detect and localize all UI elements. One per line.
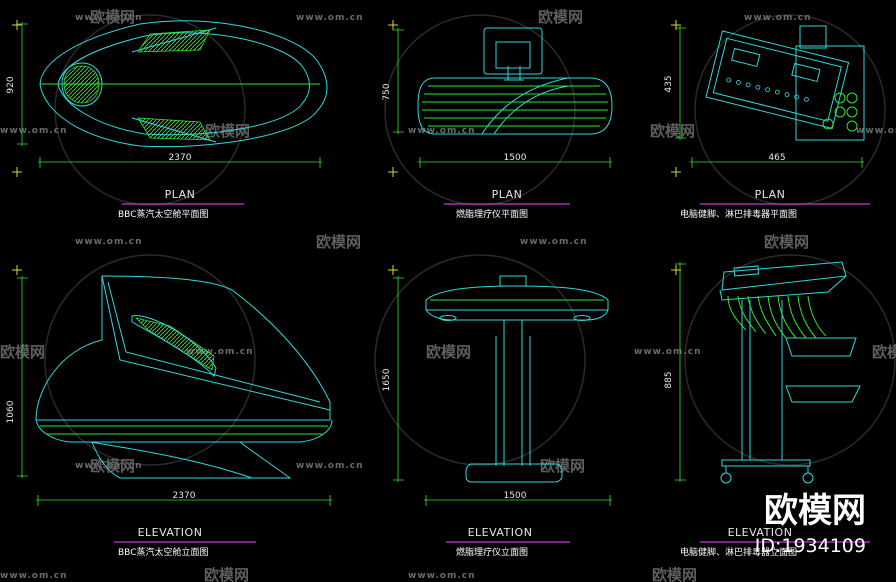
- watermark-url: www.om.cn: [296, 13, 364, 23]
- watermark-url: www.om.cn: [856, 126, 896, 136]
- watermark-url: www.om.cn: [75, 237, 143, 247]
- drawing-caption: 电脑健脚、淋巴排毒器立面图: [680, 546, 797, 558]
- watermark-url: www.om.cn: [0, 126, 68, 136]
- watermark-logo: 欧模网: [426, 343, 471, 361]
- width-dimension: 1500: [504, 491, 527, 501]
- height-dimension: 885: [664, 371, 674, 388]
- watermark-text-layer: www.om.cn 欧模网 www.om.cn 欧模网 www.om.cn ww…: [0, 8, 896, 582]
- watermark-logo: 欧模网: [204, 566, 249, 582]
- watermark-circles: [44, 14, 896, 466]
- brand-id: ID:1934109: [755, 535, 866, 557]
- drawing-detox-elevation: 885 ELEVATION 电脑健脚、淋巴排毒器立面图: [664, 261, 870, 558]
- watermark-logo: 欧模网: [90, 8, 135, 26]
- watermark-logo: 欧模网: [764, 233, 809, 251]
- watermark-logo: 欧模网: [316, 233, 361, 251]
- drawing-caption: 燃脂理疗仪平面图: [456, 208, 528, 220]
- watermark-logo: 欧模网: [652, 566, 697, 582]
- view-label: PLAN: [492, 188, 523, 201]
- watermark-url: www.om.cn: [744, 13, 812, 23]
- watermark-logo: 欧模网: [538, 8, 583, 26]
- brand-logo: 欧模网: [764, 491, 866, 531]
- drawing-capsule-elevation: 2370 1060 ELEVATION BBC蒸汽太空舱立面图: [6, 275, 333, 558]
- watermark-url: www.om.cn: [0, 571, 68, 581]
- width-dimension: 2370: [173, 491, 196, 501]
- watermark-logo: 欧模网: [540, 457, 585, 475]
- watermark-logo: 欧模网: [0, 343, 45, 361]
- height-dimension: 750: [382, 83, 392, 100]
- watermark-url: www.om.cn: [296, 461, 364, 471]
- watermark-url: www.om.cn: [186, 347, 254, 357]
- height-dimension: 435: [664, 75, 674, 92]
- drawing-caption: BBC蒸汽太空舱立面图: [118, 546, 208, 558]
- watermark-logo: 欧模网: [872, 343, 896, 361]
- view-label: ELEVATION: [138, 526, 203, 539]
- width-dimension: 1500: [504, 153, 527, 163]
- watermark-url: www.om.cn: [634, 347, 702, 357]
- drawing-caption: 燃脂理疗仪立面图: [456, 546, 528, 558]
- watermark-url: www.om.cn: [75, 461, 143, 471]
- brand-stamp: 欧模网 ID:1934109: [755, 491, 866, 557]
- height-dimension: 1060: [6, 400, 16, 423]
- watermark-logo: 欧模网: [650, 122, 695, 140]
- drawing-detox-plan: 465 435 PLAN 电脑健脚、淋巴排毒器平面图: [664, 25, 870, 220]
- watermark-url: www.om.cn: [408, 571, 476, 581]
- height-dimension: 1650: [382, 368, 392, 391]
- drawing-device-plan: 1500 750 PLAN 燃脂理疗仪平面图: [382, 27, 613, 220]
- width-dimension: 465: [768, 153, 785, 163]
- watermark-url: www.om.cn: [75, 13, 143, 23]
- drawing-capsule-plan: 2370 920 PLAN BBC蒸汽太空舱平面图: [6, 20, 328, 220]
- view-label: ELEVATION: [728, 526, 793, 539]
- view-label: PLAN: [755, 188, 786, 201]
- drawing-caption: BBC蒸汽太空舱平面图: [118, 208, 208, 220]
- view-label: ELEVATION: [468, 526, 533, 539]
- width-dimension: 2370: [169, 153, 192, 163]
- watermark-logo: 欧模网: [90, 457, 135, 475]
- watermark-url: www.om.cn: [408, 126, 476, 136]
- view-label: PLAN: [165, 188, 196, 201]
- height-dimension: 920: [6, 76, 16, 93]
- watermark-url: www.om.cn: [520, 237, 588, 247]
- crosshair-marks: [12, 20, 681, 275]
- drawing-device-elevation: 1500 1650 ELEVATION 燃脂理疗仪立面图: [382, 275, 612, 558]
- drawing-caption: 电脑健脚、淋巴排毒器平面图: [680, 208, 797, 220]
